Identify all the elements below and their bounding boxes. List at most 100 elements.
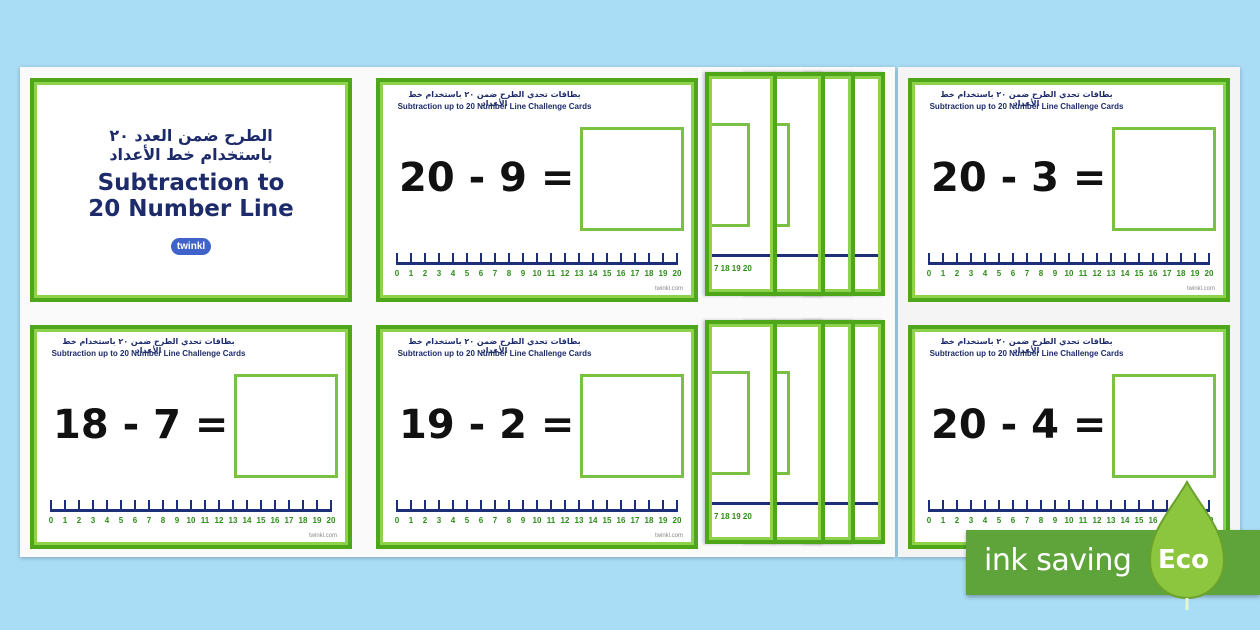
number-line-tick [396, 253, 398, 265]
number-line-label: 7 [146, 516, 152, 525]
number-line-label: 12 [560, 516, 570, 525]
number-line-label: 16 [616, 516, 626, 525]
number-line-label: 10 [532, 516, 542, 525]
number-line-label: 8 [1038, 269, 1044, 278]
number-line-label: 2 [76, 516, 82, 525]
number-line-tick [942, 500, 944, 512]
number-line-label: 7 [1024, 269, 1030, 278]
number-line-tick [78, 500, 80, 512]
number-line-tick [998, 500, 1000, 512]
number-line-tick [998, 253, 1000, 265]
number-line-tick [410, 253, 412, 265]
number-line-tick [424, 500, 426, 512]
number-line-tick [1110, 253, 1112, 265]
number-line-tick [956, 253, 958, 265]
number-line-label: 4 [104, 516, 110, 525]
number-line-tick [564, 253, 566, 265]
number-line-label: 1 [408, 269, 414, 278]
number-line-label: 6 [478, 516, 484, 525]
number-line-tick [1208, 253, 1210, 265]
number-line-tick [106, 500, 108, 512]
number-line-label: 16 [1148, 269, 1158, 278]
number-line [396, 500, 678, 512]
number-line-tick [1054, 500, 1056, 512]
number-line-tick [466, 253, 468, 265]
number-line-tick [64, 500, 66, 512]
footer-text: twinkl.com [308, 533, 337, 539]
number-line-label: 20 [326, 516, 336, 525]
number-line-label: 17 [630, 269, 640, 278]
number-line-label: 3 [436, 516, 442, 525]
number-line-label: 13 [1106, 269, 1116, 278]
number-line-tick [1096, 500, 1098, 512]
number-line-label: 6 [1010, 516, 1016, 525]
number-line-tick [620, 500, 622, 512]
number-line-label: 4 [982, 516, 988, 525]
number-line-tick [970, 500, 972, 512]
number-line-tick [438, 500, 440, 512]
number-line-label: 2 [422, 269, 428, 278]
number-line-tick [928, 253, 930, 265]
number-line-label: 6 [478, 269, 484, 278]
twinkl-logo: twinkl [170, 237, 212, 255]
number-line-label: 13 [1106, 516, 1116, 525]
number-line-label: 8 [506, 269, 512, 278]
answer-box[interactable] [234, 374, 338, 478]
number-line-tick [50, 500, 52, 512]
number-line-tick [536, 253, 538, 265]
answer-box[interactable] [580, 374, 684, 478]
number-line-label: 13 [574, 269, 584, 278]
number-line-label: 14 [1120, 269, 1130, 278]
number-line-tick [648, 500, 650, 512]
number-line-tick [1068, 253, 1070, 265]
number-line-label: 7 [492, 516, 498, 525]
number-line-label: 5 [996, 269, 1002, 278]
number-line-tick [1152, 253, 1154, 265]
number-line-label: 11 [546, 516, 556, 525]
number-line-tick [1068, 500, 1070, 512]
title-arabic-line1: الطرح ضمن العدد ٢٠ [109, 125, 273, 145]
number-line-label: 18 [644, 516, 654, 525]
number-line-tick [452, 253, 454, 265]
number-line-label: 3 [90, 516, 96, 525]
number-line-tick [984, 500, 986, 512]
number-line-label: 2 [422, 516, 428, 525]
number-line [928, 253, 1210, 265]
number-line-tick [620, 253, 622, 265]
number-line-tick [1138, 500, 1140, 512]
equation-text: 19 - 2 = [399, 402, 575, 448]
number-line-tick [578, 500, 580, 512]
number-line-label: 3 [436, 269, 442, 278]
number-line-tick [592, 253, 594, 265]
number-line-label: 11 [546, 269, 556, 278]
number-line-tick [928, 500, 930, 512]
number-line-tick [522, 500, 524, 512]
title-english-line1: Subtraction to [97, 169, 285, 196]
answer-box[interactable] [580, 127, 684, 231]
number-line-label: 16 [1148, 516, 1158, 525]
number-line-tick [634, 253, 636, 265]
number-line-label: 8 [160, 516, 166, 525]
answer-box[interactable] [1112, 374, 1216, 478]
number-line-tick [1082, 253, 1084, 265]
title-card: الطرح ضمن العدد ٢٠ باستخدام خط الأعداد S… [30, 78, 352, 302]
number-line-tick [480, 253, 482, 265]
number-line-label: 6 [132, 516, 138, 525]
number-line-tick [1208, 500, 1210, 512]
number-line-label: 7 [492, 269, 498, 278]
number-line-tick [218, 500, 220, 512]
number-line-label: 8 [1038, 516, 1044, 525]
number-line-tick [494, 500, 496, 512]
answer-box[interactable] [1112, 127, 1216, 231]
number-line-tick [246, 500, 248, 512]
number-line-tick [1040, 253, 1042, 265]
number-line-tick [550, 500, 552, 512]
leaf-icon [1148, 480, 1226, 610]
number-line-label: 12 [1092, 516, 1102, 525]
number-line-label: 17 [1162, 269, 1172, 278]
number-line-label: 4 [450, 269, 456, 278]
number-line-label: 15 [1134, 516, 1144, 525]
number-line-label: 2 [954, 269, 960, 278]
number-line-label: 19 [658, 269, 668, 278]
number-line [50, 500, 332, 512]
